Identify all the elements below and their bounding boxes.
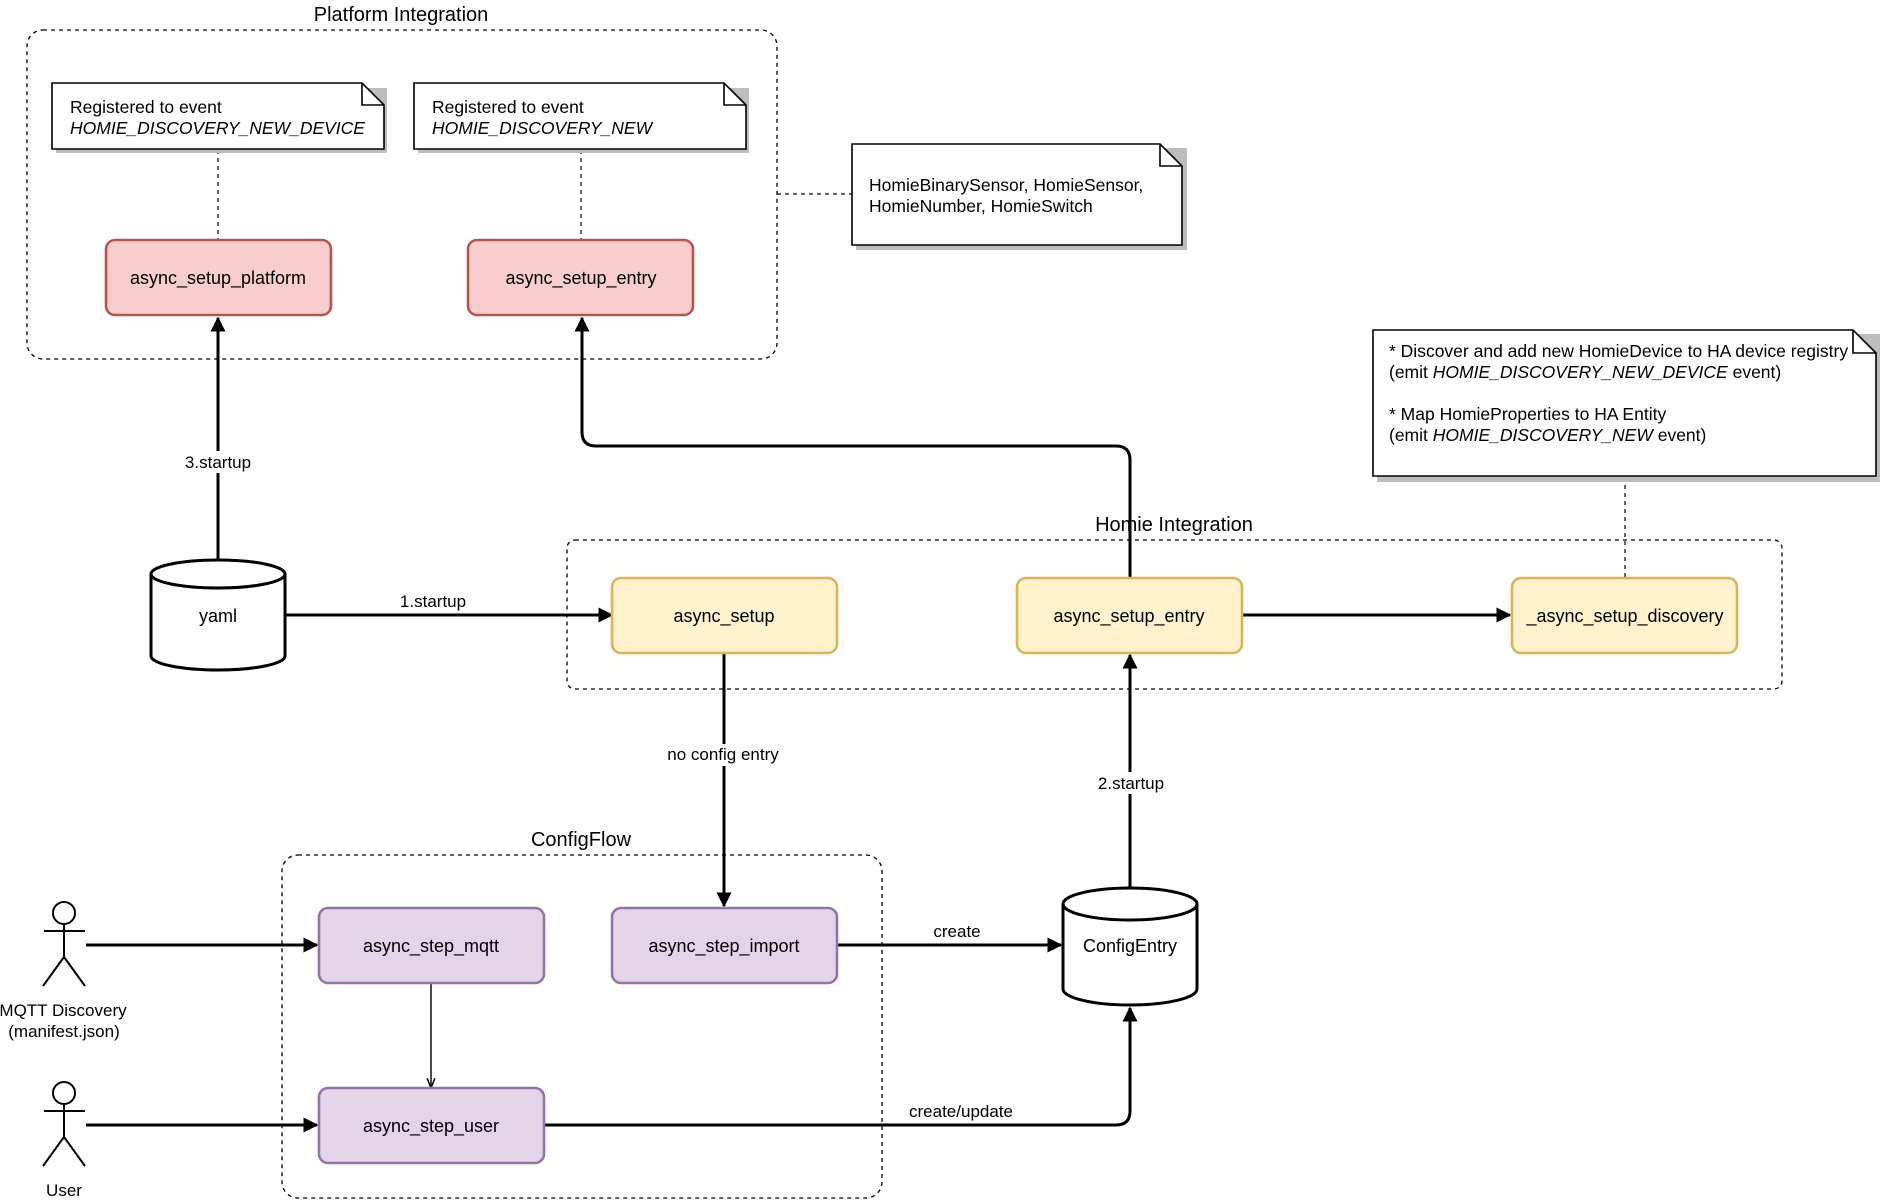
node-async-setup-discovery[interactable]: _async_setup_discovery [1510, 576, 1739, 655]
edge-setup-entry-to-platform [574, 316, 1132, 578]
datastore-yaml[interactable]: yaml [149, 558, 287, 672]
note-entities: HomieBinarySensor, HomieSensor, HomieNum… [851, 143, 1187, 250]
label-no-config: no config entry [667, 745, 779, 764]
configflow-group: ConfigFlow [281, 829, 883, 1199]
note-new-line1: Registered to event [432, 97, 584, 117]
node-async-setup[interactable]: async_setup [610, 576, 839, 655]
note-discovery-line4: (emit HOMIE_DISCOVERY_NEW event) [1389, 425, 1706, 445]
note-discovery-new-device: Registered to event HOMIE_DISCOVERY_NEW_… [51, 82, 387, 153]
label-startup2: 2.startup [1098, 774, 1164, 793]
configflow-title: ConfigFlow [531, 829, 632, 851]
note-discovery-new: Registered to event HOMIE_DISCOVERY_NEW [413, 82, 749, 153]
edge-create-update [545, 1006, 1138, 1127]
node-platform-async-setup-entry[interactable]: async_setup_entry [466, 238, 695, 317]
note-new-event: HOMIE_DISCOVERY_NEW [432, 118, 654, 138]
node-async-setup-platform[interactable]: async_setup_platform [104, 238, 333, 317]
svg-text:async_setup_entry: async_setup_entry [1053, 606, 1204, 627]
label-startup3: 3.startup [185, 453, 251, 472]
label-create-update: create/update [909, 1102, 1013, 1121]
note-discovery: * Discover and add new HomieDevice to HA… [1372, 329, 1880, 482]
svg-text:async_step_user: async_step_user [363, 1116, 499, 1137]
svg-text:async_setup_entry: async_setup_entry [505, 268, 656, 289]
note-discovery-line2: (emit HOMIE_DISCOVERY_NEW_DEVICE event) [1389, 362, 1781, 382]
node-async-step-import[interactable]: async_step_import [610, 906, 839, 985]
svg-text:async_setup: async_setup [673, 606, 774, 627]
label-create: create [933, 922, 980, 941]
actor-user-label: User [46, 1181, 82, 1200]
svg-text:async_step_mqtt: async_step_mqtt [363, 936, 499, 957]
svg-text:_async_setup_discovery: _async_setup_discovery [1525, 606, 1723, 627]
note-discovery-line3: * Map HomieProperties to HA Entity [1389, 404, 1666, 424]
note-entities-line1: HomieBinarySensor, HomieSensor, [869, 175, 1143, 195]
person-icon [42, 1081, 86, 1167]
svg-text:ConfigEntry: ConfigEntry [1083, 936, 1177, 956]
note-new-device-line1: Registered to event [70, 97, 222, 117]
homie-integration-title: Homie Integration [1095, 514, 1253, 536]
note-discovery-line1: * Discover and add new HomieDevice to HA… [1389, 341, 1848, 361]
datastore-config-entry[interactable]: ConfigEntry [1061, 886, 1199, 1007]
node-async-step-user[interactable]: async_step_user [317, 1086, 546, 1165]
svg-text:async_setup_platform: async_setup_platform [130, 268, 306, 289]
platform-integration-title: Platform Integration [314, 4, 489, 26]
person-icon [42, 901, 86, 987]
node-homie-async-setup-entry[interactable]: async_setup_entry [1015, 576, 1244, 655]
svg-text:yaml: yaml [199, 606, 237, 626]
label-startup1: 1.startup [400, 592, 466, 611]
actor-mqtt-discovery: MQTT Discovery (manifest.json) [0, 901, 127, 1041]
actor-mqtt-label-line2: (manifest.json) [8, 1022, 119, 1041]
note-new-device-event: HOMIE_DISCOVERY_NEW_DEVICE [70, 118, 365, 138]
note-entities-line2: HomieNumber, HomieSwitch [869, 196, 1093, 216]
actor-user: User [42, 1081, 86, 1200]
svg-text:async_step_import: async_step_import [648, 936, 799, 957]
node-async-step-mqtt[interactable]: async_step_mqtt [317, 906, 546, 985]
actor-mqtt-label-line1: MQTT Discovery [0, 1001, 127, 1020]
